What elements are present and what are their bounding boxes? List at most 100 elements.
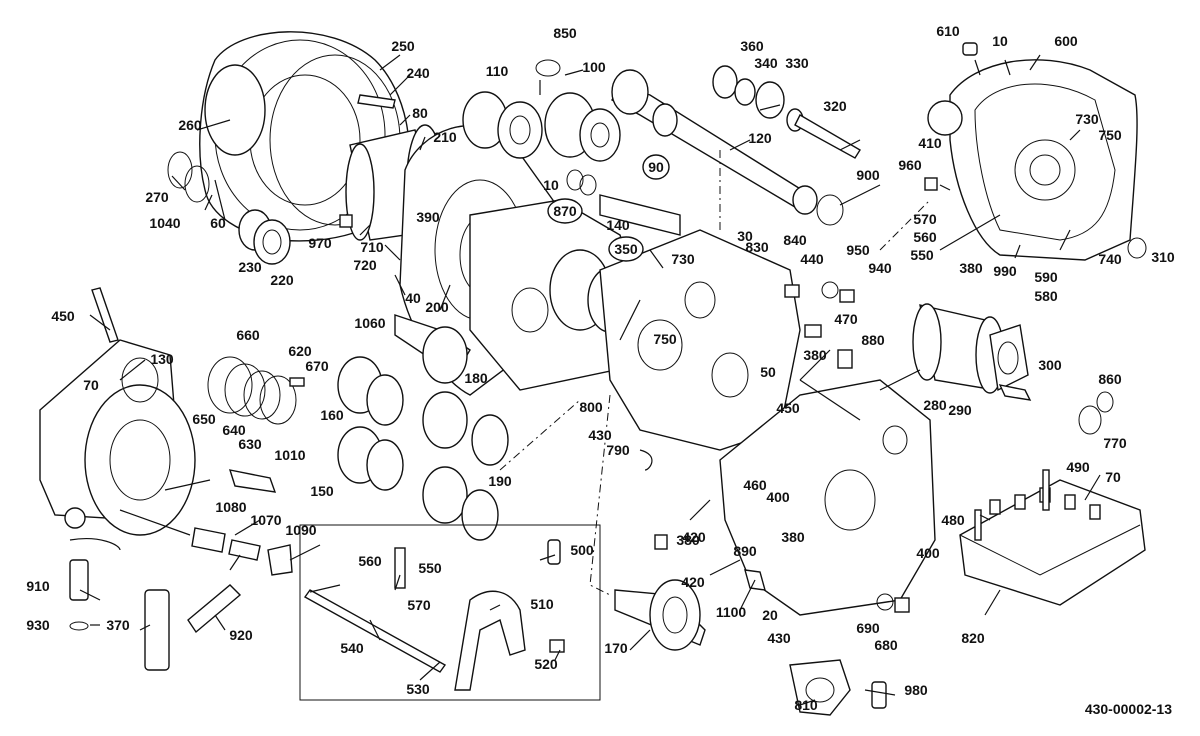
callout-170: 170: [604, 640, 628, 656]
ring-650: [224, 363, 266, 417]
callout-720: 720: [353, 257, 377, 273]
callout-910: 910: [26, 578, 50, 594]
callout-210: 210: [433, 129, 457, 145]
bolt-980: [871, 681, 887, 709]
callout-510: 510: [530, 596, 554, 612]
callout-120: 120: [748, 130, 772, 146]
callout-390: 390: [416, 209, 440, 225]
gear-160: [337, 356, 404, 426]
callout-580: 580: [1034, 288, 1058, 304]
callout-600: 600: [1054, 33, 1078, 49]
callout-470: 470: [834, 311, 858, 327]
callout-30: 30: [737, 228, 753, 244]
callout-260: 260: [178, 117, 202, 133]
ring-850: [535, 59, 561, 77]
callout-570: 570: [913, 211, 937, 227]
callout-400: 400: [916, 545, 940, 561]
callout-460: 460: [743, 477, 767, 493]
callout-350: 350: [614, 241, 638, 257]
callout-940: 940: [868, 260, 892, 276]
callout-40: 40: [405, 290, 421, 306]
callout-circle-90: [642, 154, 670, 180]
callout-110: 110: [486, 63, 509, 79]
callout-450: 450: [776, 400, 800, 416]
callout-530: 530: [406, 681, 430, 697]
callout-420: 420: [681, 574, 705, 590]
callout-550: 550: [418, 560, 442, 576]
callout-1090: 1090: [285, 522, 316, 538]
callout-840: 840: [783, 232, 807, 248]
fitting-1070: [228, 539, 261, 561]
plug-960: [924, 177, 938, 191]
ball-410: [927, 100, 963, 136]
callout-440: 440: [800, 251, 824, 267]
callout-590: 590: [1034, 269, 1058, 285]
ring-660: [207, 356, 253, 414]
callout-450: 450: [51, 308, 75, 324]
gear-1060: [394, 314, 471, 384]
callout-430: 430: [767, 630, 791, 646]
ring-270: [167, 151, 193, 189]
center-plate-750: [599, 229, 801, 451]
callout-80: 80: [412, 105, 428, 121]
callout-140: 140: [606, 217, 630, 233]
callout-1060: 1060: [354, 315, 385, 331]
callout-labels: 1010203040506070708090100110120130140150…: [26, 23, 1175, 713]
callout-640: 640: [222, 422, 246, 438]
callout-790: 790: [606, 442, 630, 458]
callout-220: 220: [270, 272, 294, 288]
callout-660: 660: [236, 327, 260, 343]
callout-400: 400: [766, 489, 790, 505]
shift-fork-inset: [299, 524, 601, 701]
callout-810: 810: [794, 697, 818, 713]
callout-60: 60: [210, 215, 226, 231]
callout-1070: 1070: [250, 512, 281, 528]
output-gear-170: [614, 579, 706, 651]
callout-1040: 1040: [149, 215, 180, 231]
callout-380: 380: [676, 532, 700, 548]
ring-310: [1127, 237, 1147, 259]
fitting-1080: [191, 527, 226, 553]
callout-320: 320: [823, 98, 847, 114]
callout-150: 150: [310, 483, 334, 499]
callout-950: 950: [846, 242, 870, 258]
bolt-300: [998, 384, 1032, 401]
callout-900: 900: [856, 167, 880, 183]
callout-190: 190: [488, 473, 512, 489]
sensor-1010: [228, 469, 277, 493]
callout-620: 620: [288, 343, 312, 359]
tube-370: [144, 589, 170, 671]
tube-920: [187, 584, 242, 634]
bolt-450-left: [91, 287, 119, 343]
ring-630: [259, 375, 297, 425]
rear-housing-600: [949, 59, 1138, 261]
part-drawings: [39, 31, 1147, 716]
callout-960: 960: [898, 157, 922, 173]
pump-810: [789, 659, 851, 716]
callout-330: 330: [785, 55, 809, 71]
callout-890: 890: [733, 543, 757, 559]
plate-290: [989, 324, 1029, 392]
callout-250: 250: [391, 38, 415, 54]
callout-1080: 1080: [215, 499, 246, 515]
callout-570: 570: [407, 597, 431, 613]
housing-20: [719, 379, 936, 616]
callout-180: 180: [464, 370, 488, 386]
callout-770: 770: [1103, 435, 1127, 451]
callout-420: 420: [682, 529, 706, 545]
callout-200: 200: [425, 299, 449, 315]
callout-20: 20: [762, 607, 778, 623]
callout-860: 860: [1098, 371, 1122, 387]
callout-410: 410: [918, 135, 942, 151]
callout-1010: 1010: [274, 447, 305, 463]
pin-240: [357, 94, 396, 109]
callout-670: 670: [305, 358, 329, 374]
callout-100: 100: [582, 59, 606, 75]
drawing-number: 430-00002-13: [1085, 701, 1172, 717]
valve-block-820: [959, 479, 1146, 606]
callout-560: 560: [358, 553, 382, 569]
callout-870: 870: [553, 203, 577, 219]
callout-380: 380: [781, 529, 805, 545]
callout-750: 750: [653, 331, 677, 347]
callout-520: 520: [534, 656, 558, 672]
